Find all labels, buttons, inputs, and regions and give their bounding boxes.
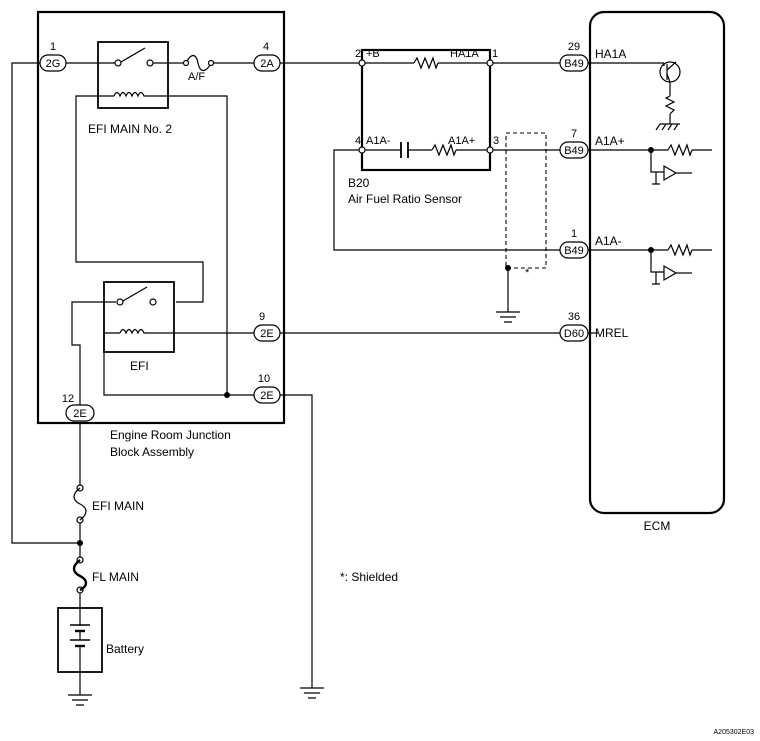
connector-label: B49	[564, 58, 584, 70]
sensor-term-ha1a: HA1A	[450, 48, 479, 60]
pin-number: 29	[568, 41, 580, 53]
junction-block-outline	[36, 10, 286, 425]
relay-label-efi: EFI	[130, 359, 149, 373]
sensor-pin3: 3	[493, 135, 499, 147]
wires	[11, 62, 712, 695]
connector-2e-pin10: 2E 10	[253, 373, 281, 404]
sensor-capacitor	[400, 142, 409, 158]
connector-2e-pin12: 2E 12	[62, 393, 95, 422]
connector-2g-pin1: 2G 1	[39, 41, 67, 72]
ecm-connector-b49-pin7: B49 7 A1A+	[559, 128, 625, 159]
fuse-efi-main-symbol	[73, 487, 87, 521]
junction-block-label-line1: Engine Room Junction	[110, 428, 231, 442]
pin-number: 12	[62, 393, 74, 405]
pin-number: 1	[571, 228, 577, 240]
connector-label: B49	[564, 245, 584, 257]
shield-enclosure	[505, 132, 547, 269]
battery-label: Battery	[106, 642, 144, 656]
sensor-cell-resistor	[431, 143, 457, 157]
figure-code: A205302E03	[714, 729, 755, 736]
sensor-pin2: 2	[355, 48, 361, 60]
ecm-a1a-plus-circuit	[652, 143, 693, 185]
pin-number: 4	[263, 41, 269, 53]
relay-label-efi-main-no2: EFI MAIN No. 2	[88, 122, 172, 136]
ecm-a1a-minus-circuit	[652, 243, 693, 285]
pin-number: 9	[259, 311, 265, 323]
sensor-pin4: 4	[355, 135, 361, 147]
junction-block-label-line2: Block Assembly	[110, 445, 194, 459]
fuse-label-efi-main: EFI MAIN	[92, 499, 144, 513]
signal-label: HA1A	[595, 47, 626, 61]
pin-number: 10	[258, 373, 270, 385]
fuse-af-symbol	[185, 54, 212, 72]
sensor-pin1: 1	[492, 48, 498, 60]
connector-label: 2A	[260, 58, 274, 70]
pin-number: 36	[568, 311, 580, 323]
sensor-heater-resistor	[413, 56, 439, 70]
connector-label: 2E	[260, 390, 273, 402]
ground-symbols	[68, 123, 680, 706]
pin-number: 7	[571, 128, 577, 140]
connector-label: D60	[564, 328, 584, 340]
fuse-label-fl-main: FL MAIN	[92, 570, 139, 584]
relay-efi	[103, 281, 175, 353]
signal-label: A1A-	[595, 234, 622, 248]
ecm-ha1a-transistor	[659, 61, 681, 115]
sensor-id: B20	[348, 176, 370, 190]
shield-marker: *	[525, 267, 530, 279]
connector-2e-pin9: 2E 9	[253, 311, 281, 342]
fuse-label-af: A/F	[188, 71, 205, 83]
shield-note: *: Shielded	[340, 570, 398, 584]
sensor-term-a1a-minus: A1A-	[366, 135, 391, 147]
sensor-term-b: +B	[366, 48, 380, 60]
sensor-name: Air Fuel Ratio Sensor	[348, 192, 462, 206]
connector-label: B49	[564, 145, 584, 157]
sensor-box-outline	[360, 48, 492, 172]
relay-efi-main-no2	[97, 41, 169, 109]
connector-label: 2E	[73, 408, 86, 420]
ecm-box-outline	[588, 10, 726, 515]
ecm-connector-b49-pin29: B49 29 HA1A	[559, 41, 626, 72]
connector-2a-pin4: 2A 4	[253, 41, 281, 72]
pin-number: 1	[50, 41, 56, 53]
signal-label: MREL	[595, 326, 629, 340]
signal-label: A1A+	[595, 134, 625, 148]
ecm-connector-d60-pin36: D60 36 MREL	[559, 311, 629, 342]
battery-symbol	[57, 607, 103, 673]
fuse-fl-main-symbol	[72, 559, 88, 592]
ecm-connector-b49-pin1: B49 1 A1A-	[559, 228, 622, 259]
connector-label: 2G	[46, 58, 61, 70]
ecm-label: ECM	[644, 519, 671, 533]
connector-label: 2E	[260, 328, 273, 340]
junction-dots	[77, 147, 654, 546]
sensor-term-a1a-plus: A1A+	[448, 135, 475, 147]
